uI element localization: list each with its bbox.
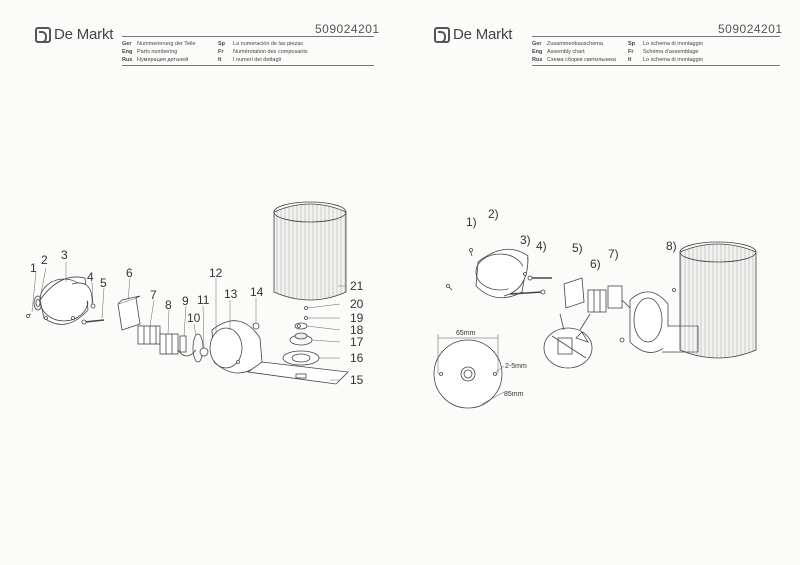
- brand-name: De Markt: [54, 26, 114, 43]
- dimension-lines: [437, 334, 505, 405]
- part-label-19: 19: [350, 311, 364, 325]
- part-label-21: 21: [350, 279, 364, 293]
- part-screw-19: [304, 316, 308, 320]
- part-label-3: 3: [61, 248, 68, 262]
- part-bracket-9: [179, 335, 187, 353]
- step-5-terminal-box: [563, 277, 585, 309]
- parts-exploded-diagram: 1 2 3 4 5 6 7 8 9 10 11 12 13 14 15 16 1…: [26, 201, 364, 387]
- part-label-2: 2: [41, 253, 48, 267]
- part-socket-ring-16: [282, 350, 320, 366]
- part-label-10: 10: [187, 311, 201, 325]
- brand-name: De Markt: [453, 26, 513, 43]
- leader-lines: [31, 262, 346, 381]
- header-rule-top: [122, 36, 374, 37]
- step-6-terminal-block: [587, 289, 607, 313]
- part-label-20: 20: [350, 297, 364, 311]
- part-lamp-holder-17: [289, 332, 313, 346]
- part-label-16: 16: [350, 351, 364, 365]
- step-1-screws: [446, 248, 473, 291]
- header-rule-bottom: [122, 65, 374, 66]
- step-label-2: 2): [488, 207, 499, 221]
- step-8-assembled-lamp: [619, 241, 757, 359]
- part-label-11: 11: [197, 293, 210, 307]
- part-screw-20: [304, 306, 308, 310]
- part-label-15: 15: [350, 373, 364, 387]
- part-label-9: 9: [182, 294, 189, 308]
- part-label-12: 12: [209, 266, 223, 280]
- part-label-14: 14: [250, 285, 264, 299]
- part-nut-18: [294, 322, 308, 330]
- header-rule-bottom: [532, 65, 780, 66]
- mounting-template: [433, 339, 503, 409]
- assembly-diagram: 65mm 2-5mm 85mm 1) 2) 3) 4) 5) 6) 7) 8): [433, 207, 757, 409]
- part-screw-1: [26, 313, 32, 318]
- dimension-gap: 2-5mm: [505, 363, 527, 370]
- brand-logo-icon: [434, 26, 450, 43]
- brand-logo: De Markt: [434, 26, 512, 43]
- part-label-18: 18: [350, 323, 364, 337]
- header-rule-top: [532, 36, 780, 37]
- step-label-1: 1): [466, 215, 477, 229]
- step-label-6: 6): [590, 257, 601, 271]
- part-terminal-block-7: [137, 325, 161, 345]
- part-label-7: 7: [150, 288, 157, 302]
- step-label-8: 8): [666, 239, 677, 253]
- step-3-4-screws: [509, 272, 552, 295]
- part-housing-12: [209, 320, 263, 374]
- part-label-8: 8: [165, 298, 172, 312]
- article-number: 509024201: [718, 22, 783, 36]
- part-screw-14: [252, 322, 260, 330]
- step-label-7: 7): [608, 247, 619, 261]
- step-label-4: 4): [536, 239, 547, 253]
- part-label-5: 5: [100, 276, 107, 290]
- article-number: 509024201: [315, 22, 380, 36]
- part-gasket-10: [192, 333, 204, 363]
- step-2-mounting-ring: [475, 248, 529, 299]
- step-label-5: 5): [572, 241, 583, 255]
- step-7-connector: [607, 285, 623, 309]
- part-nut-11: [199, 347, 209, 357]
- dimension-height: 85mm: [504, 391, 524, 398]
- part-screw-4: [90, 303, 96, 309]
- step-label-3: 3): [520, 233, 531, 247]
- part-terminal-box-6: [117, 295, 141, 331]
- part-wall-plate-3: [39, 276, 93, 325]
- brand-logo: De Markt: [35, 26, 113, 43]
- wiring-detail-callout: [543, 313, 593, 369]
- part-long-screw-5: [81, 319, 105, 325]
- brand-logo-icon: [35, 26, 51, 43]
- dimension-width: 65mm: [456, 330, 476, 337]
- part-connector-8: [159, 333, 179, 355]
- part-label-6: 6: [126, 266, 133, 280]
- part-label-4: 4: [87, 270, 94, 284]
- part-ribbed-shade-21: [273, 201, 347, 301]
- part-wire: [177, 349, 197, 357]
- part-base-bar-15: [246, 361, 349, 385]
- part-label-1: 1: [30, 261, 37, 275]
- part-label-17: 17: [350, 335, 364, 349]
- part-label-13: 13: [224, 287, 238, 301]
